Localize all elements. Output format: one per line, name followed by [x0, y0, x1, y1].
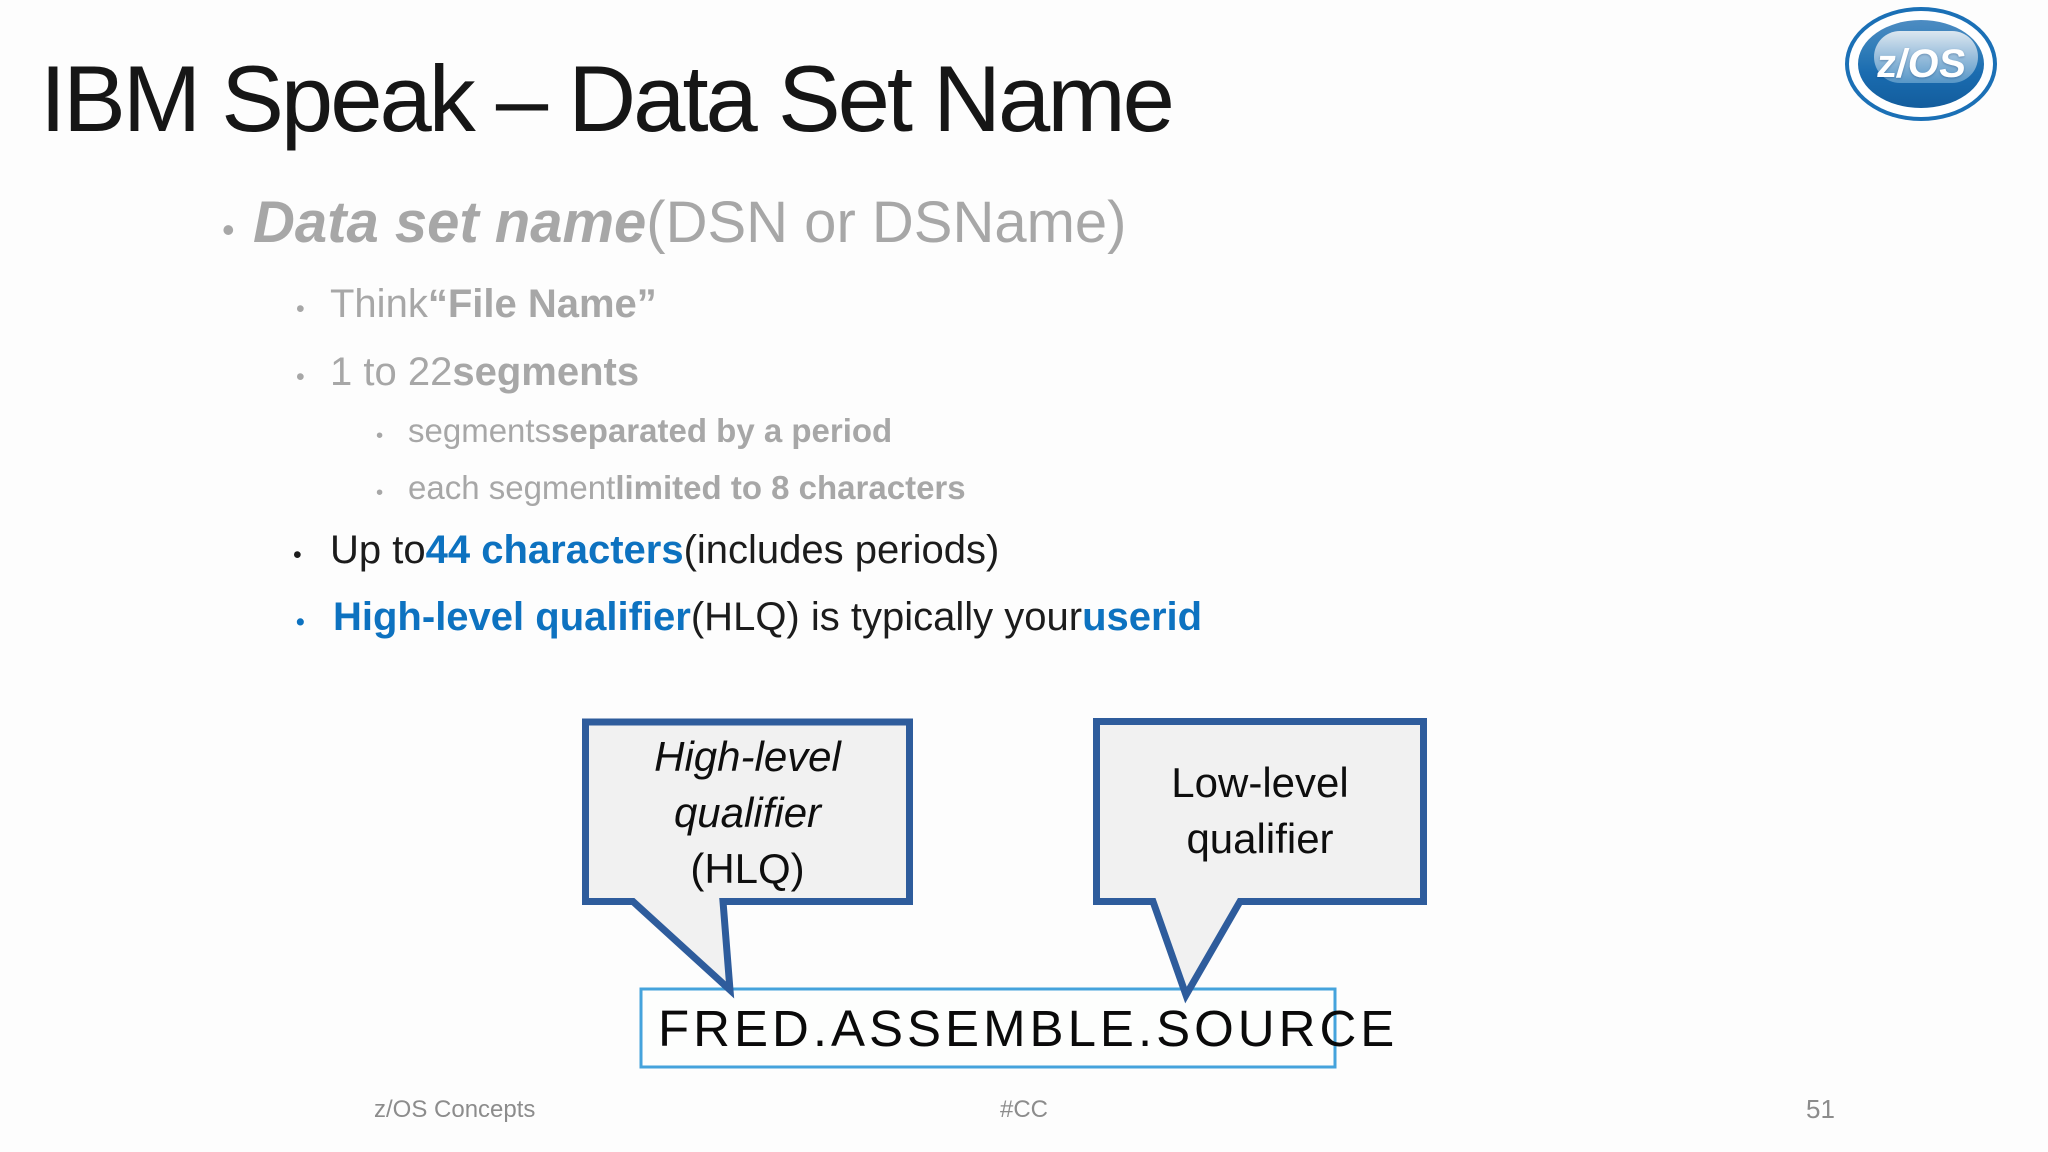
term-limited: limited to 8 characters: [615, 469, 966, 506]
footer-tag: #CC: [999, 1096, 1049, 1123]
footer-deck-title: z/OS Concepts: [374, 1096, 536, 1123]
bullet-marker: •: [222, 209, 235, 250]
text-segment: (DSN or DSName): [646, 190, 1127, 255]
llq-line-2: qualifier: [1186, 815, 1334, 862]
bullet-item-44-characters: • Up to 44 characters (includes periods): [293, 527, 999, 573]
term-userid: userid: [1082, 595, 1203, 639]
text-segment: 1 to 22: [330, 350, 453, 394]
hlq-line-2: qualifier: [673, 789, 822, 836]
zos-logo-ring: z/OS: [1849, 11, 1993, 117]
bullet-marker: •: [296, 364, 305, 391]
term-data-set-name: Data set name: [253, 190, 647, 255]
zos-logo: z/OS: [1845, 7, 1997, 121]
term-44-characters: 44 characters: [425, 528, 684, 572]
bullet-marker: •: [296, 296, 305, 323]
text-segment: segments: [408, 412, 552, 449]
llq-callout-shape: [1093, 718, 1427, 1004]
bullet-item-hlq-userid: • High-level qualifier (HLQ) is typicall…: [296, 594, 1202, 640]
dataset-name-box: [639, 987, 1337, 1069]
zos-logo-gloss: [1874, 31, 1978, 83]
page-number: 51: [1806, 1094, 1835, 1124]
llq-line-1: Low-level: [1171, 759, 1349, 806]
bullet-item-separated-by-period: • segments separated by a period: [376, 412, 892, 450]
dataset-name-value: FRED.ASSEMBLE.SOURCE: [658, 999, 1399, 1057]
hlq-callout-label: High-level qualifier (HLQ): [589, 729, 906, 897]
bullet-item-file-name: • Think “File Name”: [296, 281, 657, 327]
zos-logo-body: z/OS: [1858, 20, 1984, 108]
page-title: IBM Speak – Data Set Name: [40, 46, 1175, 151]
bullet-marker: •: [293, 542, 302, 569]
text-segment: (includes periods): [683, 528, 1000, 572]
term-high-level-qualifier: High-level qualifier: [333, 595, 691, 639]
bullet-marker: •: [296, 609, 305, 636]
hlq-callout-shape: [582, 718, 913, 999]
bullet-marker: •: [376, 481, 384, 504]
term-segments: segments: [452, 350, 640, 394]
bullet-item-data-set-name: • Data set name (DSN or DSName): [222, 190, 1126, 257]
hlq-line-3: (HLQ): [690, 845, 805, 892]
bullet-item-segments-count: • 1 to 22 segments: [296, 349, 639, 395]
bullet-marker: •: [376, 424, 384, 447]
text-segment: (HLQ) is typically your: [690, 595, 1083, 639]
text-segment: Up to: [330, 528, 426, 572]
text-segment: each segment: [408, 469, 616, 506]
bullet-item-limited-8-chars: • each segment limited to 8 characters: [376, 469, 966, 507]
term-separated: separated by a period: [551, 412, 893, 449]
llq-callout-label: Low-level qualifier: [1100, 755, 1420, 867]
term-file-name: “File Name”: [427, 282, 657, 326]
text-segment: Think: [330, 282, 428, 326]
hlq-line-1: High-level: [654, 733, 841, 780]
